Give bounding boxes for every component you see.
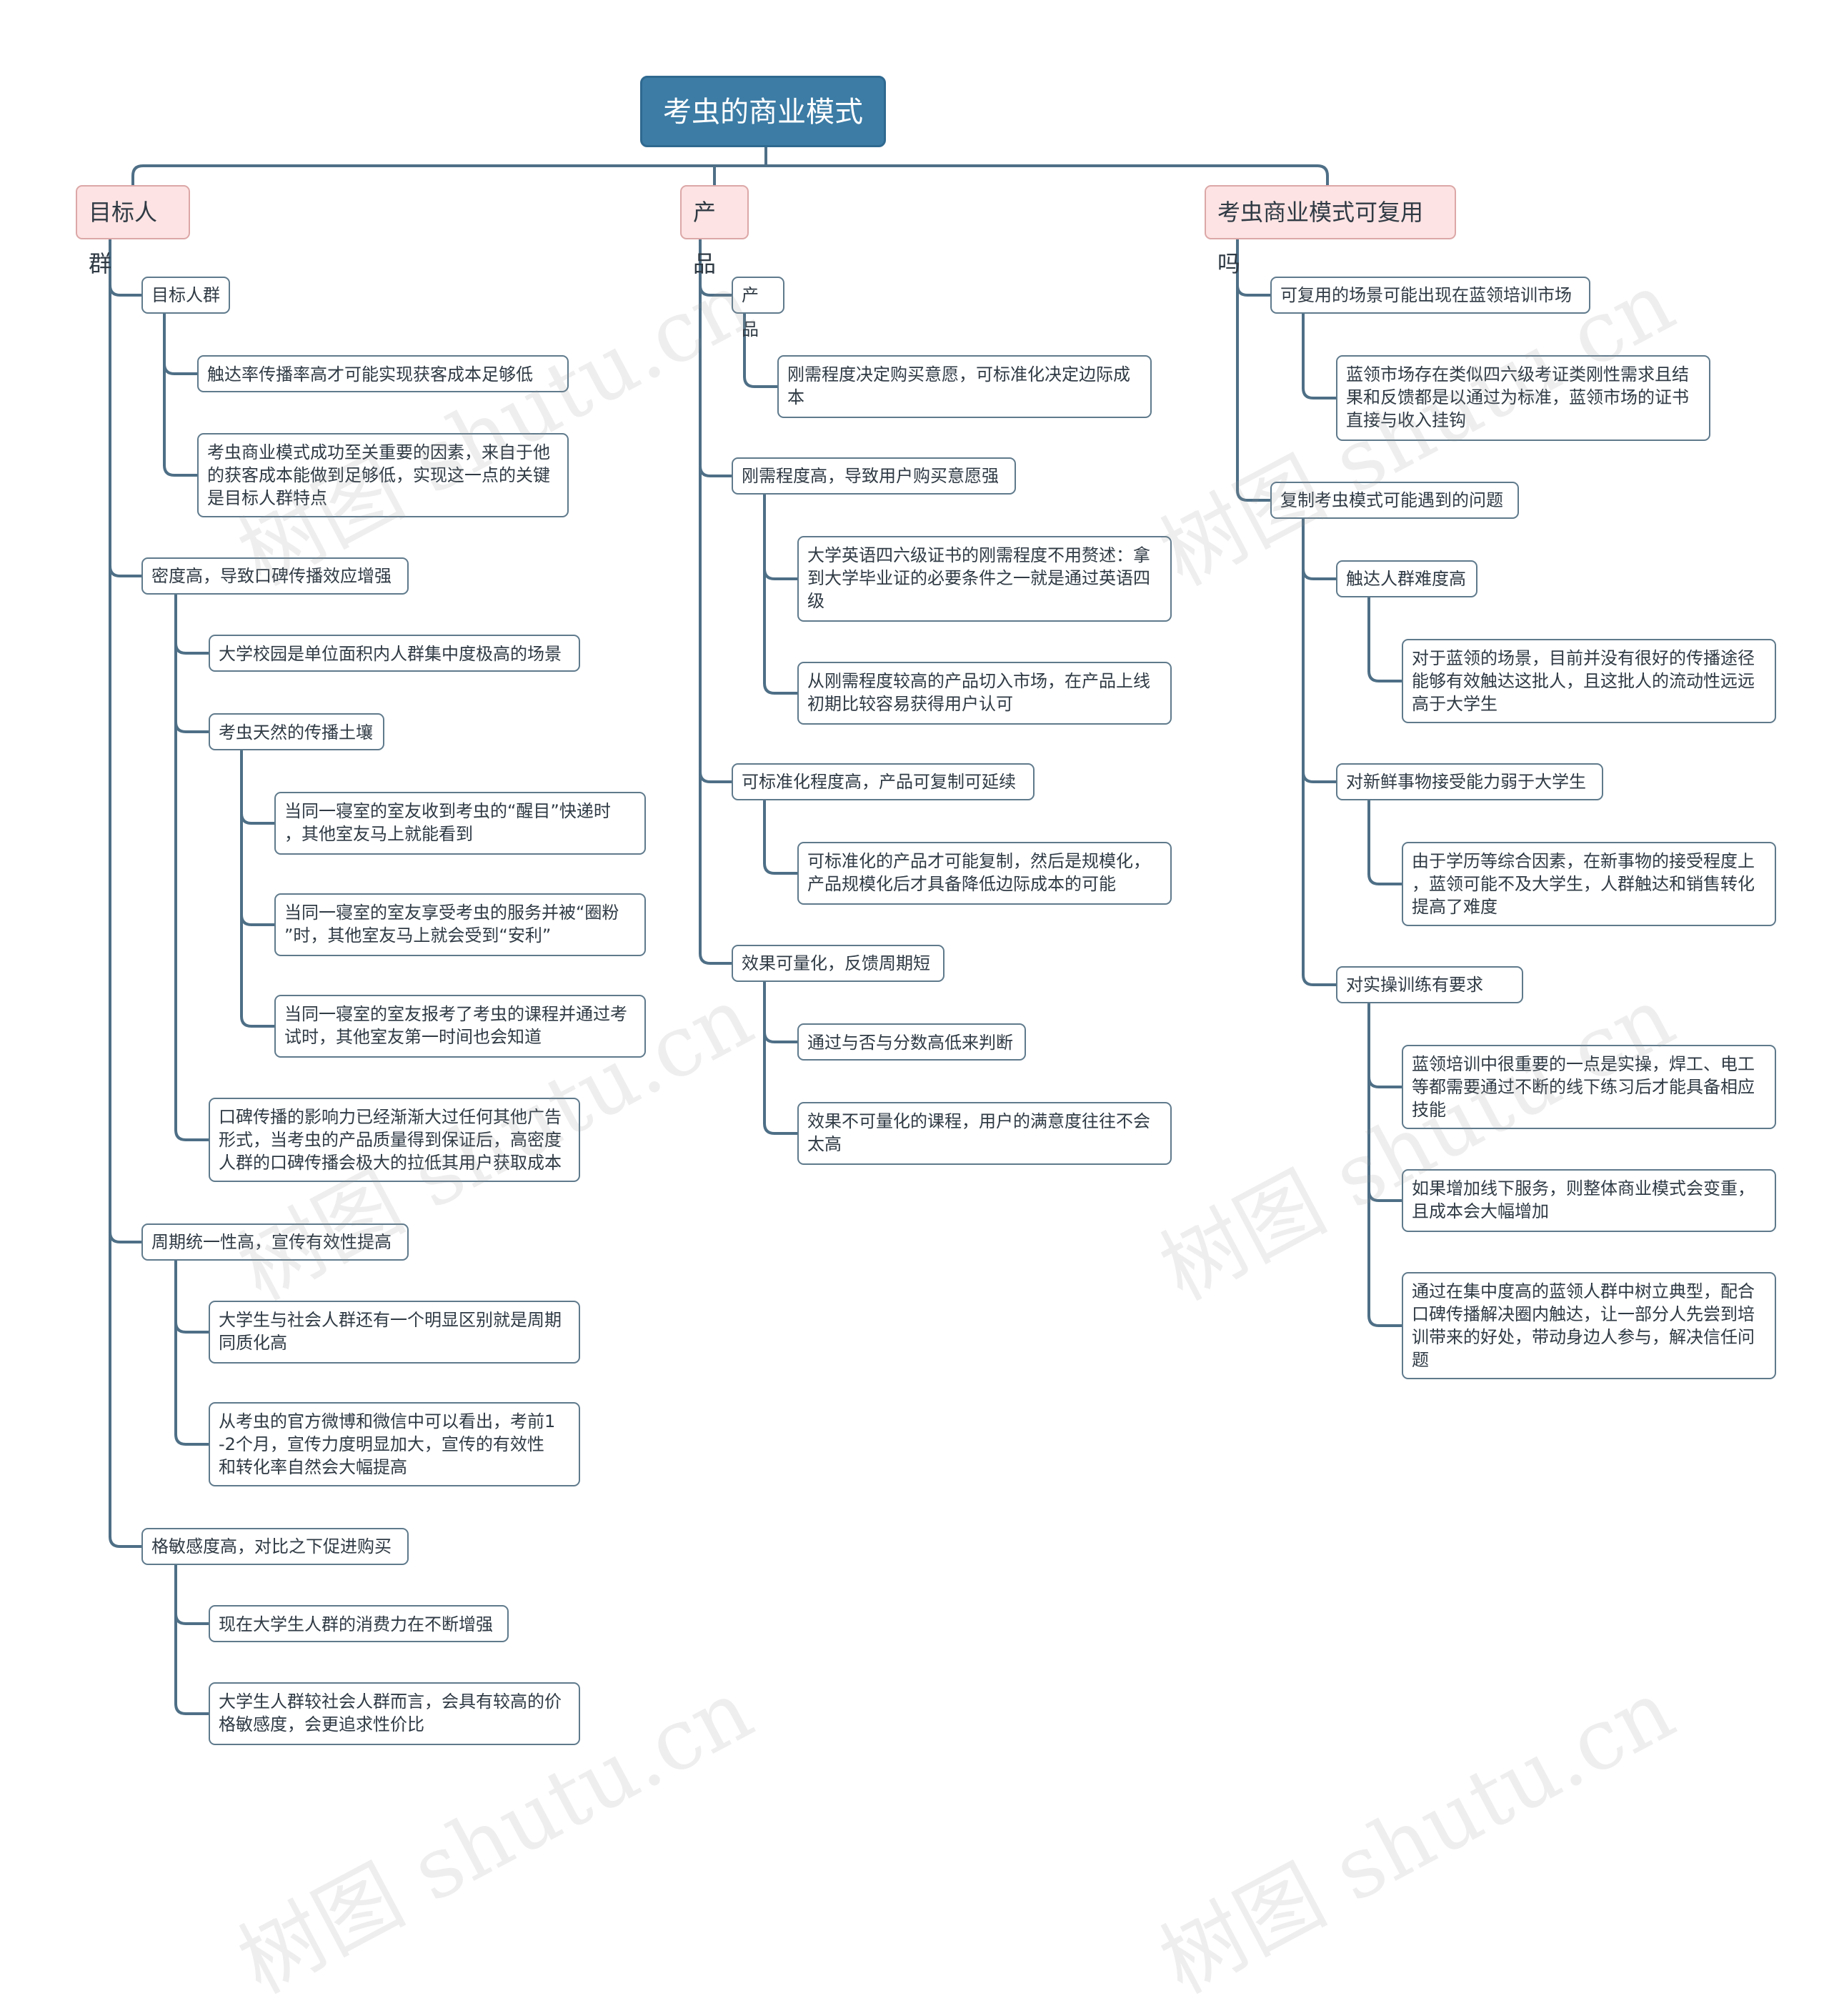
soil-item-delivery[interactable]: 当同一寝室的室友收到考虫的“醒目”快递时 ，其他室友马上就能看到 [274,792,646,855]
target-g0-branch-1 [163,464,199,477]
target-branch-1 [109,565,143,577]
price-item-sensitivity[interactable]: 大学生人群较社会人群而言，会具有较高的价 格敏感度，会更追求性价比 [209,1682,580,1745]
reuse-s2-branch-1 [1367,1189,1403,1202]
soil-branch-2 [240,1015,276,1028]
density-item-soil[interactable]: 考虫天然的传播土壤 [209,713,384,750]
acceptance-item-education[interactable]: 由于学历等综合因素，在新事物的接受程度上 ，蓝领可能不及大学生，人群触达和销售转… [1402,842,1776,926]
reuse-g1-branch-1 [1302,770,1337,783]
root-bus [131,164,1329,187]
reuse-item-certificate[interactable]: 蓝领市场存在类似四六级考证类刚性需求且结 果和反馈都是以通过为标准，蓝领市场的证… [1336,355,1710,441]
connector-lines [109,146,1403,1715]
soil-branch-0 [240,812,276,825]
soil-branch-1 [240,913,276,926]
target-branch-2 [109,1231,143,1243]
target-audience-item-1[interactable]: 触达率传播率高才可能实现获客成本足够低 [197,355,569,392]
product-g1-branch-1 [763,682,799,695]
product-g1-branch-0 [763,567,799,580]
target-g2-branch-0 [174,1321,210,1334]
reuse-s0-branch-0 [1367,670,1403,682]
reuse-g1-branch-0 [1302,567,1337,580]
target-branch-3 [109,1535,143,1548]
target-audience-item-2[interactable]: 考虫商业模式成功至关重要的因素，来自于他 的获客成本能做到足够低，实现这一点的关… [197,433,569,517]
standardization-item-scale[interactable]: 可标准化的产品才可能复制，然后是规模化， 产品规模化后才具备降低边际成本的可能 [797,842,1172,905]
target-g3-branch-0 [174,1612,210,1625]
product-group-quantifiable[interactable]: 效果可量化，反馈周期短 [732,945,945,982]
product-group-standardization[interactable]: 可标准化程度高，产品可复制可延续 [732,763,1035,800]
product-branch-2 [699,770,733,783]
product-group-demand[interactable]: 刚需程度高，导致用户购买意愿强 [732,457,1016,495]
density-item-word-of-mouth[interactable]: 口碑传播的影响力已经渐渐大过任何其他广告 形式，当考虫的产品质量得到保证后，高密… [209,1098,580,1182]
quantifiable-item-score[interactable]: 通过与否与分数高低来判断 [797,1023,1026,1061]
reuse-s2-branch-0 [1367,1076,1403,1088]
target-group-price[interactable]: 格敏感度高，对比之下促进购买 [141,1528,409,1565]
product-group-product[interactable]: 产品 [732,277,784,339]
reuse-group-problems[interactable]: 复制考虫模式可能遇到的问题 [1270,482,1519,519]
product-branch-0 [699,284,733,297]
target-group-audience[interactable]: 目标人群 [141,277,230,314]
product-item-demand-standard[interactable]: 刚需程度决定购买意愿，可标准化决定边际成 本 [777,355,1152,418]
root-topic[interactable]: 考虫的商业模式 [640,76,886,147]
target-g2-branch-1 [174,1433,210,1446]
target-g1-branch-0 [174,642,210,655]
training-item-practice[interactable]: 蓝领培训中很重要的一点是实操，焊工、电工 等都需要通过不断的线下练习后才能具备相… [1402,1045,1776,1129]
training-item-role-model[interactable]: 通过在集中度高的蓝领人群中树立典型，配合 口碑传播解决圈内触达，让一部分人先尝到… [1402,1272,1776,1379]
target-g1-branch-2 [174,1128,210,1141]
target-branch-0 [109,284,143,297]
target-g3-branch-1 [174,1702,210,1715]
reuse-g0-branch-0 [1302,387,1337,399]
training-item-offline[interactable]: 如果增加线下服务，则整体商业模式会变重， 且成本会大幅增加 [1402,1169,1776,1232]
target-g1-branch-1 [174,720,210,733]
target-g0-branch-0 [163,362,199,375]
product-branch-1 [699,465,733,477]
product-branch-3 [699,952,733,965]
soil-item-exam[interactable]: 当同一寝室的室友报考了考虫的课程并通过考 试时，其他室友第一时间也会知道 [274,995,646,1058]
soil-item-fans[interactable]: 当同一寝室的室友享受考虫的服务并被“圈粉 ”时，其他室友马上就会受到“安利” [274,893,646,956]
branch-product[interactable]: 产品 [680,185,749,277]
reuse-s1-branch-0 [1367,873,1403,885]
cycle-item-homogeneity[interactable]: 大学生与社会人群还有一个明显区别就是周期 同质化高 [209,1301,580,1364]
product-g2-branch-0 [763,862,799,875]
product-g3-branch-0 [763,1031,799,1043]
reuse-branch-0 [1236,284,1272,297]
demand-item-entry[interactable]: 从刚需程度较高的产品切入市场，在产品上线 初期比较容易获得用户认可 [797,662,1172,725]
cycle-item-weibo[interactable]: 从考虫的官方微博和微信中可以看出，考前1 -2个月，宣传力度明显加大，宣传的有效… [209,1402,580,1486]
price-item-consumption[interactable]: 现在大学生人群的消费力在不断增强 [209,1605,509,1642]
problem-acceptance[interactable]: 对新鲜事物接受能力弱于大学生 [1336,763,1603,800]
product-g3-branch-1 [763,1122,799,1135]
reuse-g1-branch-2 [1302,973,1337,986]
branch-target-audience[interactable]: 目标人群 [76,185,190,277]
quantifiable-item-satisfaction[interactable]: 效果不可量化的课程，用户的满意度往往不会 太高 [797,1102,1172,1165]
target-group-density[interactable]: 密度高，导致口碑传播效应增强 [141,557,409,595]
demand-item-cet[interactable]: 大学英语四六级证书的刚需程度不用赘述：拿 到大学毕业证的必要条件之一就是通过英语… [797,536,1172,622]
problem-practical-training[interactable]: 对实操训练有要求 [1336,966,1523,1003]
problem-reach-difficulty[interactable]: 触达人群难度高 [1336,560,1477,597]
reuse-s2-branch-2 [1367,1314,1403,1327]
branch-reusable[interactable]: 考虫商业模式可复用吗 [1205,185,1456,277]
reuse-branch-1 [1236,489,1272,502]
reuse-group-blue-collar-market[interactable]: 可复用的场景可能出现在蓝领培训市场 [1270,277,1590,314]
density-item-campus[interactable]: 大学校园是单位面积内人群集中度极高的场景 [209,635,580,672]
product-g0-branch-0 [743,375,779,388]
reach-item-channels[interactable]: 对于蓝领的场景，目前并没有很好的传播途径 能够有效触达这批人，且这批人的流动性远… [1402,639,1776,723]
target-group-cycle[interactable]: 周期统一性高，宣传有效性提高 [141,1223,409,1261]
